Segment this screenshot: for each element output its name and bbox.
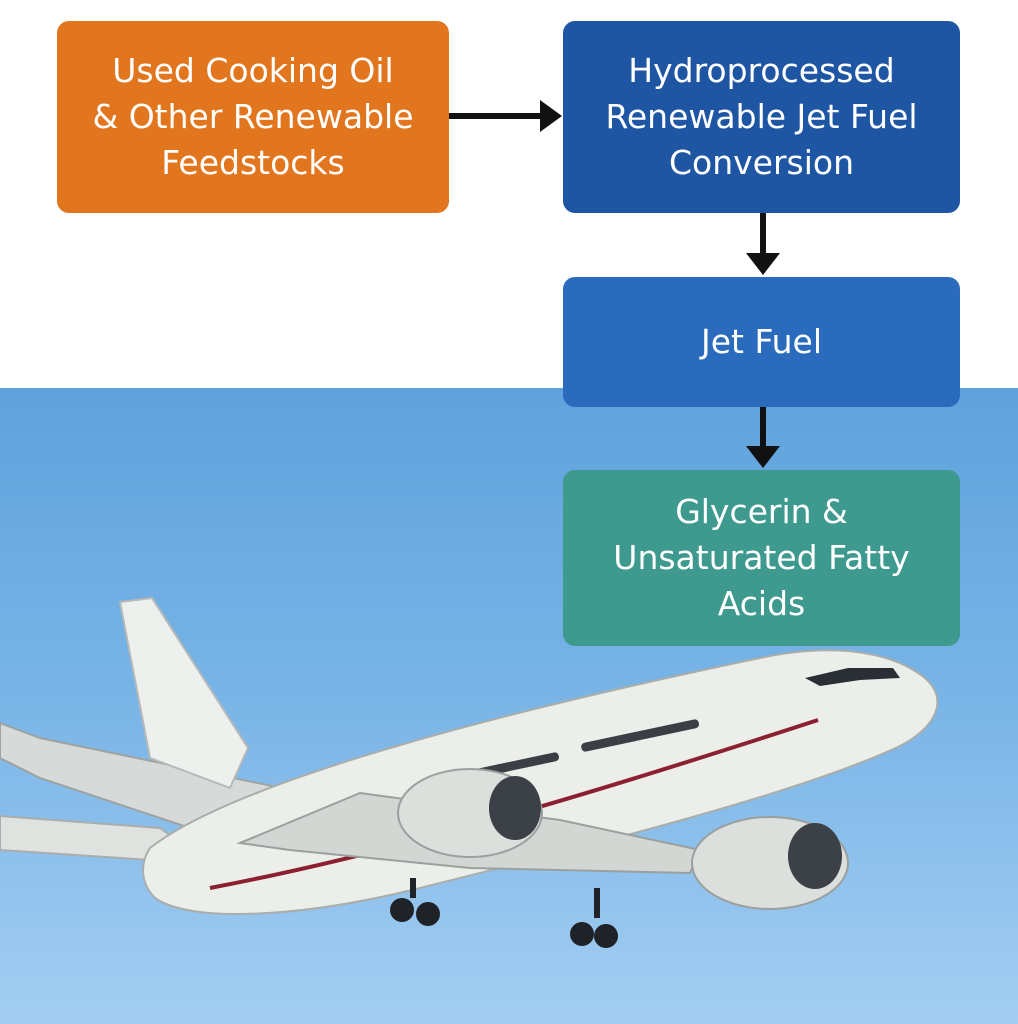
landing-gear [390, 878, 618, 948]
arrowhead-conversion-to-jetfuel [746, 253, 780, 275]
left-engine [397, 768, 543, 858]
cockpit-windows [805, 668, 900, 686]
right-engine [691, 816, 849, 910]
node-jet-fuel: Jet Fuel [563, 277, 960, 407]
node-feedstock: Used Cooking Oil & Other Renewable Feeds… [57, 21, 449, 213]
arrowhead-feedstock-to-conversion [540, 100, 562, 132]
tail-fin [118, 596, 250, 790]
airplane-illustration [0, 596, 939, 948]
node-conversion: Hydroprocessed Renewable Jet Fuel Conver… [563, 21, 960, 213]
node-byproducts: Glycerin & Unsaturated Fatty Acids [563, 470, 960, 646]
